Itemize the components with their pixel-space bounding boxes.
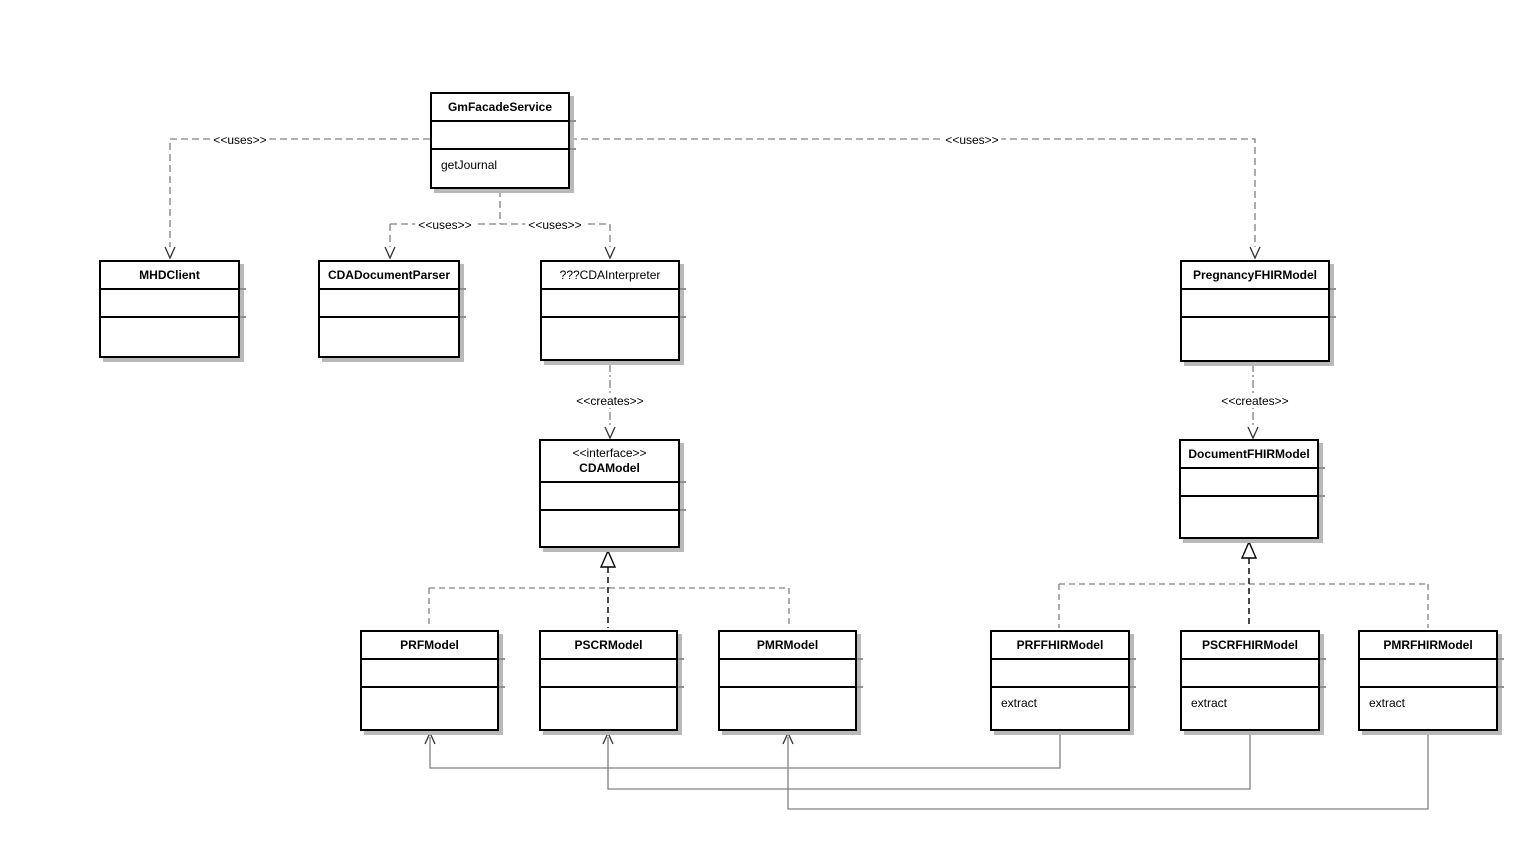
- class-gmfacadeservice[interactable]: GmFacadeService getJournal: [430, 92, 576, 189]
- method-label: extract: [1191, 696, 1228, 710]
- class-name: DocumentFHIRModel: [1181, 441, 1325, 469]
- uses-label-cdadocumentparser: <<uses>>: [415, 218, 475, 232]
- class-attributes-compartment: [542, 290, 686, 318]
- class-cdadocumentparser[interactable]: CDADocumentParser: [318, 260, 466, 358]
- class-methods-compartment: getJournal: [432, 150, 568, 187]
- class-methods-compartment: [101, 318, 238, 356]
- class-methods-compartment: [320, 318, 458, 356]
- interface-stereotype: <<interface>>: [572, 446, 647, 460]
- class-methods-compartment: [541, 511, 678, 546]
- class-pscrfhirmodel[interactable]: PSCRFHIRModel extract: [1180, 630, 1326, 731]
- class-methods-compartment: [541, 688, 676, 729]
- creates-label-documentfhirmodel: <<creates>>: [1218, 394, 1292, 408]
- class-name: GmFacadeService: [432, 94, 576, 122]
- class-name: MHDClient: [101, 262, 246, 290]
- class-pregnancyfhirmodel[interactable]: PregnancyFHIRModel: [1180, 260, 1336, 362]
- class-name: PRFFHIRModel: [992, 632, 1136, 660]
- interface-cdamodel[interactable]: <<interface>> CDAModel: [539, 439, 686, 548]
- class-name: CDAModel: [579, 461, 640, 475]
- class-methods-compartment: extract: [992, 688, 1128, 729]
- class-name: PRFModel: [362, 632, 505, 660]
- class-attributes-compartment: [720, 660, 863, 688]
- class-attributes-compartment: [1360, 660, 1504, 688]
- class-methods-compartment: [362, 688, 497, 729]
- class-methods-compartment: extract: [1182, 688, 1318, 729]
- class-methods-compartment: [1182, 318, 1328, 360]
- class-prfmodel[interactable]: PRFModel: [360, 630, 505, 731]
- class-methods-compartment: [542, 318, 678, 359]
- class-name: PSCRModel: [541, 632, 684, 660]
- class-name: PMRFHIRModel: [1360, 632, 1504, 660]
- method-label: getJournal: [441, 158, 498, 172]
- class-name: PregnancyFHIRModel: [1182, 262, 1336, 290]
- class-attributes-compartment: [541, 483, 686, 511]
- uses-label-pregnancyfhirmodel: <<uses>>: [942, 133, 1002, 147]
- class-attributes-compartment: [1182, 290, 1336, 318]
- class-attributes-compartment: [320, 290, 466, 318]
- class-attributes-compartment: [992, 660, 1136, 688]
- class-methods-compartment: [720, 688, 855, 729]
- class-title: <<interface>> CDAModel: [541, 441, 686, 483]
- class-methods-compartment: [1181, 497, 1317, 537]
- class-attributes-compartment: [362, 660, 505, 688]
- class-documentfhirmodel[interactable]: DocumentFHIRModel: [1179, 439, 1325, 539]
- class-mhdclient[interactable]: MHDClient: [99, 260, 246, 358]
- class-name: ???CDAInterpreter: [542, 262, 686, 290]
- class-methods-compartment: extract: [1360, 688, 1496, 729]
- class-pmrfhirmodel[interactable]: PMRFHIRModel extract: [1358, 630, 1504, 731]
- class-attributes-compartment: [432, 122, 576, 150]
- uses-label-cdainterpreter: <<uses>>: [525, 218, 585, 232]
- class-pscrmodel[interactable]: PSCRModel: [539, 630, 684, 731]
- class-prffhirmodel[interactable]: PRFFHIRModel extract: [990, 630, 1136, 731]
- class-attributes-compartment: [1182, 660, 1326, 688]
- uses-label-mhdclient: <<uses>>: [210, 133, 270, 147]
- class-attributes-compartment: [101, 290, 246, 318]
- class-name: PMRModel: [720, 632, 863, 660]
- class-attributes-compartment: [541, 660, 684, 688]
- method-label: extract: [1369, 696, 1406, 710]
- method-label: extract: [1001, 696, 1038, 710]
- class-pmrmodel[interactable]: PMRModel: [718, 630, 863, 731]
- creates-label-cdamodel: <<creates>>: [573, 394, 647, 408]
- class-name: PSCRFHIRModel: [1182, 632, 1326, 660]
- class-attributes-compartment: [1181, 469, 1325, 497]
- class-name: CDADocumentParser: [320, 262, 466, 290]
- class-cdainterpreter[interactable]: ???CDAInterpreter: [540, 260, 686, 361]
